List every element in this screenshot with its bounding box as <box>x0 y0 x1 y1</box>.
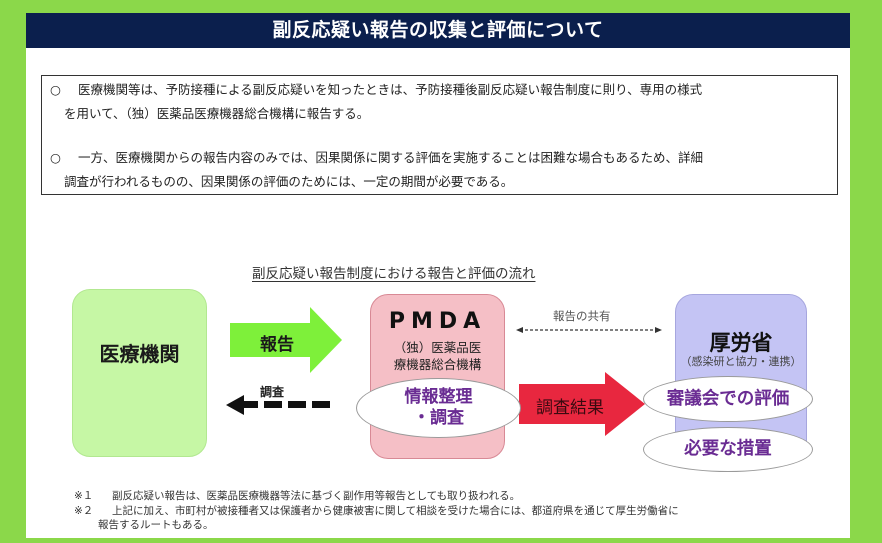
summary-line: 医療機関等は、予防接種による副反応疑いを知ったときは、予防接種後副反応疑い報告制… <box>78 82 703 97</box>
summary-paragraph: ○ 一方、医療機関からの報告内容のみでは、因果関係に関する評価を実施することは困難… <box>50 146 830 194</box>
pmda-action-oval: 情報整理 ・調査 <box>356 378 521 438</box>
footnote-text: 上記に加え、市町村が被接種者又は保護者から健康被害に関して相談を受けた場合には、… <box>112 504 679 517</box>
mhlw-evaluation-oval: 審議会での評価 <box>643 376 813 422</box>
page-title: 副反応疑い報告の収集と評価について <box>26 13 850 48</box>
footnote-text: 副反応疑い報告は、医薬品医療機器等法に基づく副作用等報告としても取り扱われる。 <box>112 490 521 502</box>
result-arrow-label: 調査結果 <box>536 398 604 418</box>
summary-line: 調査が行われるものの、因果関係の評価のためには、一定の期間が必要である。 <box>64 174 514 189</box>
footnote-continuation: 報告するルートもある。 <box>98 519 214 531</box>
bullet-icon: ○ <box>50 150 61 165</box>
investigation-arrow <box>226 395 330 415</box>
pmda-action-line: 情報整理 <box>404 387 473 407</box>
pmda-subtitle-line: 療機器総合機構 <box>393 357 482 372</box>
summary-line: 一方、医療機関からの報告内容のみでは、因果関係に関する評価を実施することは困難な… <box>78 150 704 165</box>
hospital-node: 医療機関 <box>72 289 207 457</box>
summary-box: ○ 医療機関等は、予防接種による副反応疑いを知ったときは、予防接種後副反応疑い報告… <box>41 75 838 195</box>
sharing-arrow-label: 報告の共有 <box>553 309 611 323</box>
pmda-title: PMDA <box>388 309 487 334</box>
pmda-subtitle-line: （独）医薬品医 <box>393 340 482 355</box>
sharing-arrow <box>516 327 662 333</box>
flow-title: 副反応疑い報告制度における報告と評価の流れ <box>252 266 536 282</box>
footnotes: ※１ 副反応疑い報告は、医薬品医療機器等法に基づく副作用等報告としても取り扱われる… <box>74 489 679 533</box>
bullet-icon: ○ <box>50 82 61 97</box>
mhlw-subtitle: （感染研と協力・連携） <box>680 355 802 368</box>
pmda-action-line: ・調査 <box>413 408 464 428</box>
summary-line: を用いて、（独）医薬品医療機器総合機構に報告する。 <box>64 106 370 121</box>
result-arrow <box>519 372 645 436</box>
footnote-mark: ※２ <box>74 504 94 517</box>
pmda-subtitle: （独）医薬品医 療機器総合機構 <box>371 339 504 373</box>
footnote: ※２ 上記に加え、市町村が被接種者又は保護者から健康被害に関して相談を受けた場合に… <box>74 504 679 519</box>
summary-paragraph: ○ 医療機関等は、予防接種による副反応疑いを知ったときは、予防接種後副反応疑い報告… <box>50 78 830 126</box>
footnote-mark: ※１ <box>74 490 94 502</box>
report-arrow <box>230 307 342 373</box>
mhlw-title: 厚労省 <box>709 331 773 355</box>
report-arrow-label: 報告 <box>260 335 294 355</box>
footnote: ※１ 副反応疑い報告は、医薬品医療機器等法に基づく副作用等報告としても取り扱われる… <box>74 489 679 504</box>
hospital-label: 医療機関 <box>99 342 180 366</box>
mhlw-measures-oval: 必要な措置 <box>643 427 813 472</box>
investigation-arrow-label: 調査 <box>260 385 285 399</box>
